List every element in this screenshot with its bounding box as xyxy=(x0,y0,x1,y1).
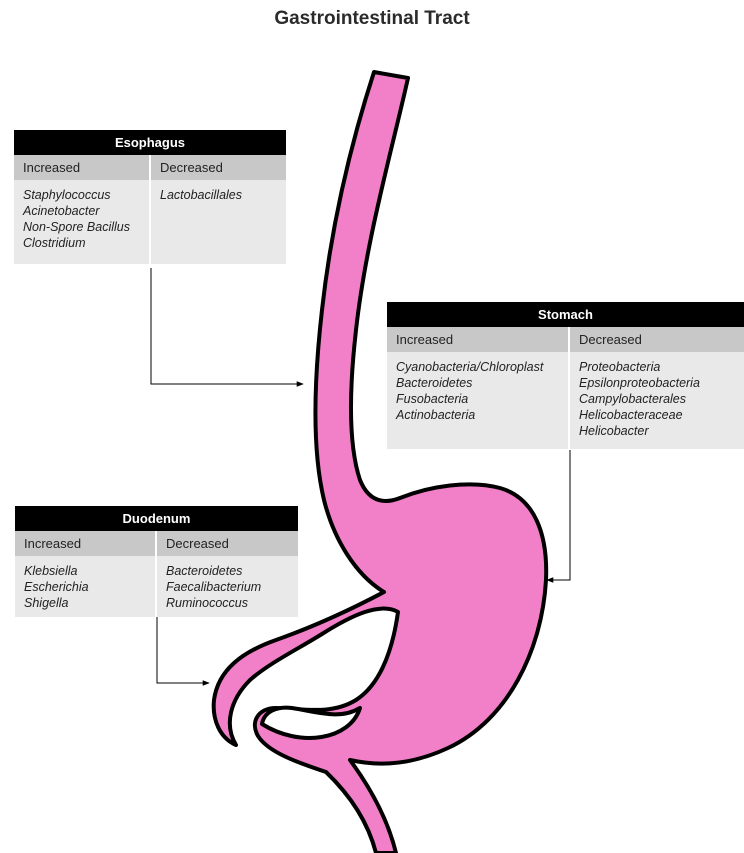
duodenum-header: Duodenum xyxy=(15,506,298,531)
esophagus-decreased-label: Decreased xyxy=(151,155,286,180)
taxon-item: Campylobacterales xyxy=(579,391,735,407)
taxon-item: Non-Spore Bacillus xyxy=(23,219,140,235)
esophagus-decreased-column: Decreased Lactobacillales xyxy=(149,155,286,264)
taxon-item: Actinobacteria xyxy=(396,407,559,423)
taxon-item: Fusobacteria xyxy=(396,391,559,407)
taxon-item: Escherichia xyxy=(24,579,146,595)
esophagus-header: Esophagus xyxy=(14,130,286,155)
taxon-item: Epsilonproteobacteria xyxy=(579,375,735,391)
duodenum-connector xyxy=(157,617,209,683)
taxon-item: Faecalibacterium xyxy=(166,579,289,595)
taxon-item: Proteobacteria xyxy=(579,359,735,375)
taxon-item: Cyanobacteria/Chloroplast xyxy=(396,359,559,375)
taxon-item: Lactobacillales xyxy=(160,187,277,203)
taxon-item: Staphylococcus xyxy=(23,187,140,203)
taxon-item: Helicobacteraceae xyxy=(579,407,735,423)
taxon-item: Shigella xyxy=(24,595,146,611)
duodenum-increased-label: Increased xyxy=(15,531,155,556)
taxon-item: Bacteroidetes xyxy=(396,375,559,391)
taxon-item: Ruminococcus xyxy=(166,595,289,611)
taxon-item: Acinetobacter xyxy=(23,203,140,219)
taxon-item: Clostridium xyxy=(23,235,140,251)
stomach-connector xyxy=(547,450,570,580)
stomach-header: Stomach xyxy=(387,302,744,327)
stomach-panel: Stomach Increased Cyanobacteria/Chloropl… xyxy=(387,302,744,449)
duodenum-decreased-label: Decreased xyxy=(157,531,298,556)
taxon-item: Klebsiella xyxy=(24,563,146,579)
esophagus-increased-label: Increased xyxy=(14,155,149,180)
esophagus-decreased-list: Lactobacillales xyxy=(151,180,286,264)
taxon-item: Bacteroidetes xyxy=(166,563,289,579)
stomach-decreased-label: Decreased xyxy=(570,327,744,352)
taxon-item: Helicobacter xyxy=(579,423,735,439)
esophagus-connector xyxy=(151,268,303,384)
stomach-increased-label: Increased xyxy=(387,327,568,352)
